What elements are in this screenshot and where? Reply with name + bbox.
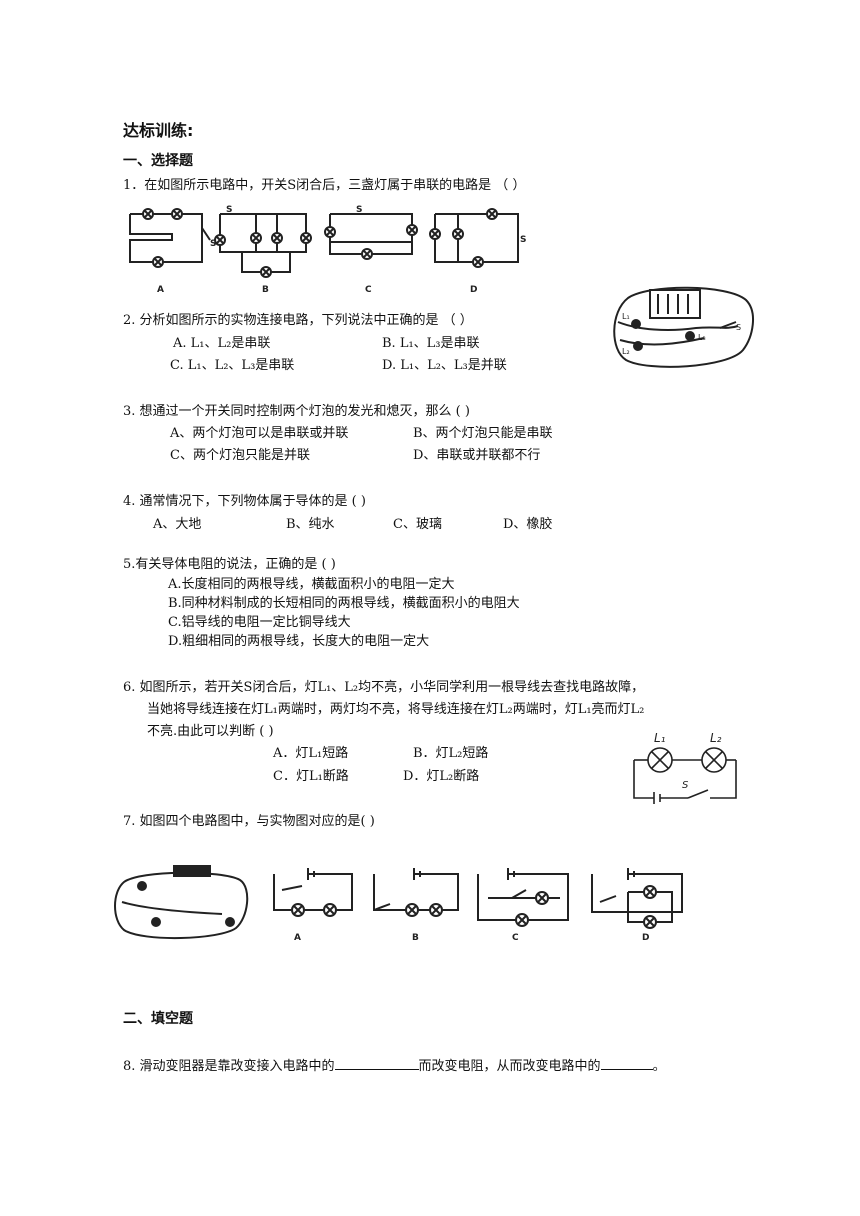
q2-label-l3: L₃ [698, 333, 706, 342]
q1-switch-label-a: S [210, 239, 216, 249]
q8-text-part-2: 而改变电阻，从而改变电路中的 [418, 1059, 601, 1074]
q5-option-b: B.同种材料制成的长短相同的两根导线，横截面积小的电阻大 [168, 596, 520, 611]
q1-circuit-c [324, 213, 418, 260]
q1-label-a: A [157, 285, 164, 295]
q8-text-part-1: 8. 滑动变阻器是靠改变接入电路中的 [123, 1059, 335, 1074]
q7-label-a: A [294, 933, 301, 943]
q2-physical-circuit-figure: L₁ L₂ L₃ S [613, 286, 754, 368]
q1-circuit-b [214, 213, 312, 278]
q2-option-a: A. L₁、L₂是串联 [173, 336, 271, 351]
q2-label-s: S [736, 323, 741, 332]
q7-physical-figure [114, 865, 249, 940]
q1-label-c: C [365, 285, 372, 295]
q2-option-b: B. L₁、L₃是串联 [382, 336, 480, 351]
q7-circuit-c [477, 868, 569, 927]
q2-option-c: C. L₁、L₂、L₃是串联 [170, 358, 295, 373]
q3-option-c: C、两个灯泡只能是并联 [170, 448, 310, 463]
q7-label-c: C [512, 933, 519, 943]
q1-switch-label-c: S [356, 205, 362, 215]
q6-option-a: A．灯L₁短路 [273, 746, 349, 761]
page-title: 达标训练: [123, 121, 194, 140]
q3-option-b: B、两个灯泡只能是串联 [413, 426, 553, 441]
q6-option-d: D．灯L₂断路 [403, 769, 480, 784]
q7-figures: A B C D [114, 865, 683, 943]
q7-circuit-b [373, 868, 459, 917]
q2-option-d: D. L₁、L₂、L₃是并联 [382, 358, 507, 373]
section2-title: 二、填空题 [123, 1011, 193, 1027]
q6-label-s: S [682, 780, 689, 791]
question-6-line-3: 不亮.由此可以判断 ( ) [147, 724, 274, 739]
question-1-text: 1．在如图所示电路中，开关S闭合后，三盏灯属于串联的电路是 （ ） [123, 178, 526, 193]
q5-option-d: D.粗细相同的两根导线，长度大的电阻一定大 [168, 634, 430, 649]
q8-blank-1[interactable] [334, 1055, 419, 1070]
q6-label-l2: L₂ [710, 731, 722, 745]
q7-circuit-d [591, 868, 683, 929]
q8-blank-2[interactable] [600, 1055, 653, 1070]
question-7-text: 7. 如图四个电路图中，与实物图对应的是( ) [123, 814, 375, 829]
q5-option-c: C.铝导线的电阻一定比铜导线大 [168, 615, 351, 630]
q6-circuit-diagram: L₁ L₂ S [633, 731, 737, 804]
q1-circuit-d [429, 208, 519, 268]
q6-option-c: C．灯L₁断路 [273, 769, 349, 784]
q5-option-a: A.长度相同的两根导线，横截面积小的电阻一定大 [168, 577, 455, 592]
q4-option-d: D、橡胶 [503, 517, 553, 532]
question-8: 8. 滑动变阻器是靠改变接入电路中的 而改变电阻，从而改变电路中的 。 [123, 1055, 666, 1074]
question-6-line-2: 当她将导线连接在灯L₁两端时，两灯均不亮，将导线连接在灯L₂两端时，灯L₁亮而灯… [147, 702, 645, 717]
question-3-text: 3. 想通过一个开关同时控制两个灯泡的发光和熄灭，那么 ( ) [123, 404, 470, 419]
q1-switch-label-d: S [520, 235, 526, 245]
q7-circuit-a [273, 868, 353, 917]
q7-label-b: B [412, 933, 419, 943]
q1-label-b: B [262, 285, 269, 295]
q1-circuit-a [129, 208, 211, 268]
q7-label-d: D [642, 933, 649, 943]
section1-title: 一、选择题 [123, 153, 193, 169]
question-2-text: 2. 分析如图所示的实物连接电路，下列说法中正确的是 （ ） [123, 313, 473, 328]
question-5-text: 5.有关导体电阻的说法，正确的是 ( ) [123, 557, 336, 572]
question-6-line-1: 6. 如图所示，若开关S闭合后，灯L₁、L₂均不亮，小华同学利用一根导线去查找电… [123, 680, 645, 695]
q4-option-b: B、纯水 [286, 517, 335, 532]
q1-circuit-diagrams: A B C D S S S S [129, 205, 526, 295]
q6-label-l1: L₁ [654, 731, 666, 745]
q4-option-a: A、大地 [153, 517, 202, 532]
q3-option-d: D、串联或并联都不行 [413, 448, 541, 463]
q1-label-d: D [470, 285, 477, 295]
q3-option-a: A、两个灯泡可以是串联或并联 [170, 426, 349, 441]
q2-label-l1: L₁ [622, 312, 630, 321]
q1-switch-label-b: S [226, 205, 232, 215]
q6-option-b: B．灯L₂短路 [413, 746, 489, 761]
q8-text-part-3: 。 [652, 1059, 666, 1074]
question-4-text: 4. 通常情况下，下列物体属于导体的是 ( ) [123, 494, 366, 509]
q2-label-l2: L₂ [622, 347, 630, 356]
q4-option-c: C、玻璃 [393, 517, 442, 532]
